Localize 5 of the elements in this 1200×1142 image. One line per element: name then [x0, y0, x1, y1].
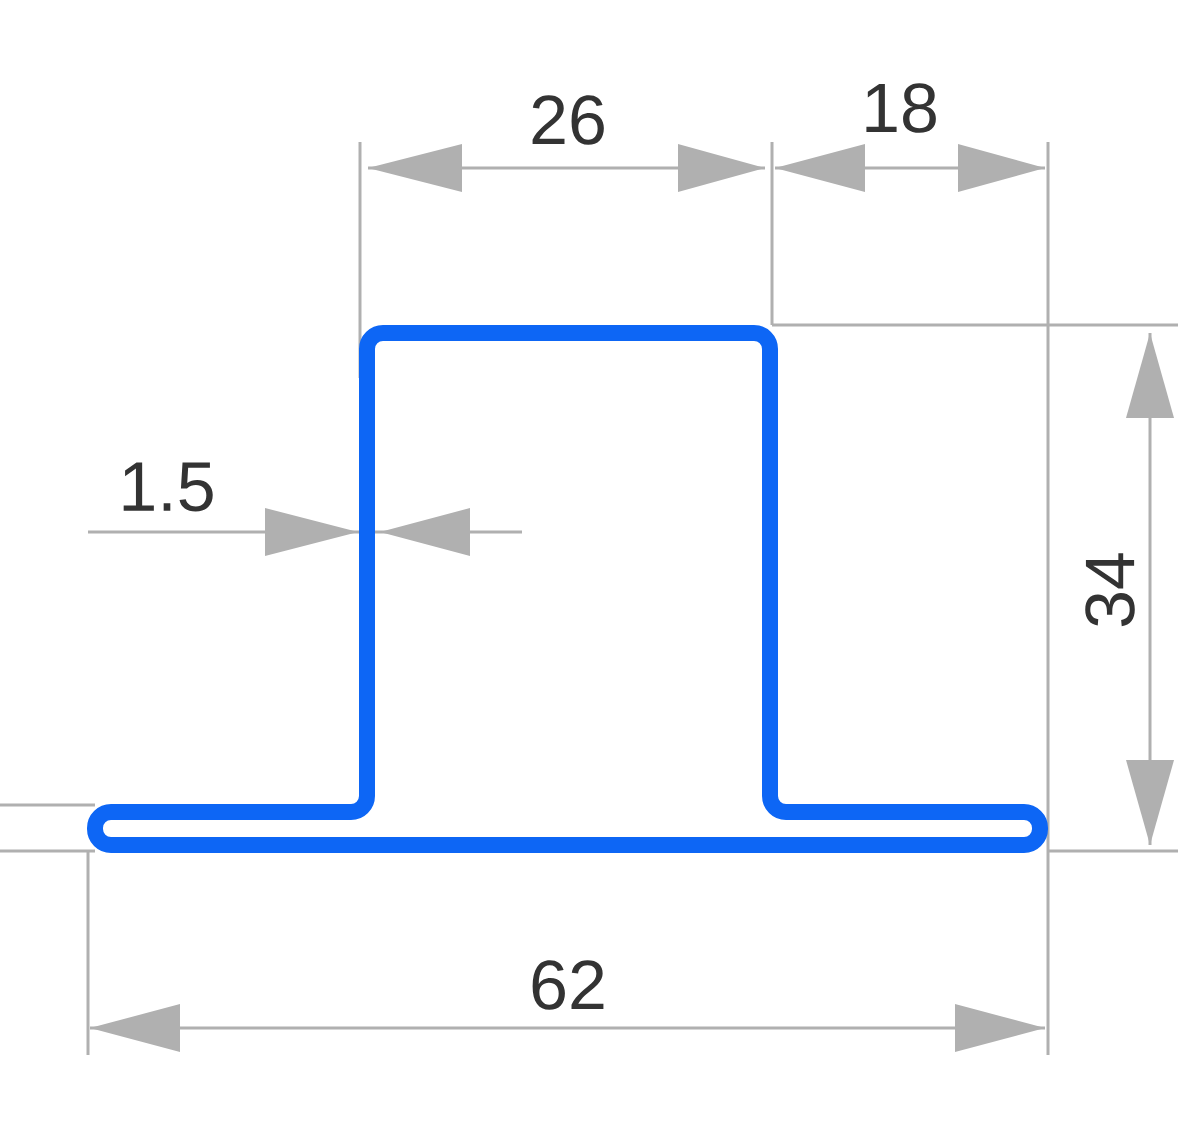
dimension-label: 1.5 — [123, 462, 213, 512]
dimension-label: 62 — [532, 960, 604, 1010]
dimension-label: 34 — [1085, 553, 1135, 627]
dimension-label: 18 — [866, 83, 936, 133]
dimension-label: 26 — [532, 95, 604, 145]
